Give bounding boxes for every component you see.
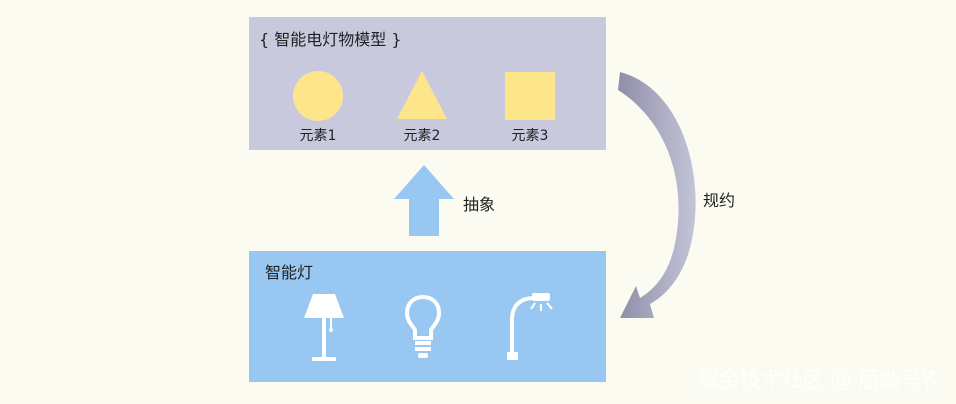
element-label-1: 元素1 — [299, 128, 337, 144]
reduce-label: 规约 — [703, 191, 736, 210]
street-lamp-icon — [507, 293, 553, 360]
element-square-icon — [505, 72, 555, 120]
floor-lamp-icon — [304, 294, 344, 361]
element-label-2: 元素2 — [403, 128, 441, 144]
model-title: { 智能电灯物模型 } — [259, 30, 402, 49]
reduce-arrow-icon — [618, 72, 696, 318]
element-triangle-icon — [397, 71, 447, 119]
element-circle-icon — [293, 71, 343, 121]
element-label-3: 元素3 — [511, 128, 549, 144]
abstract-label: 抽象 — [463, 195, 496, 214]
light-bulb-icon — [404, 294, 442, 358]
watermark: 掘金技术社区 @ 后端马农 — [697, 368, 942, 392]
lamp-title: 智能灯 — [265, 263, 314, 282]
abstract-arrow-icon — [394, 165, 454, 236]
